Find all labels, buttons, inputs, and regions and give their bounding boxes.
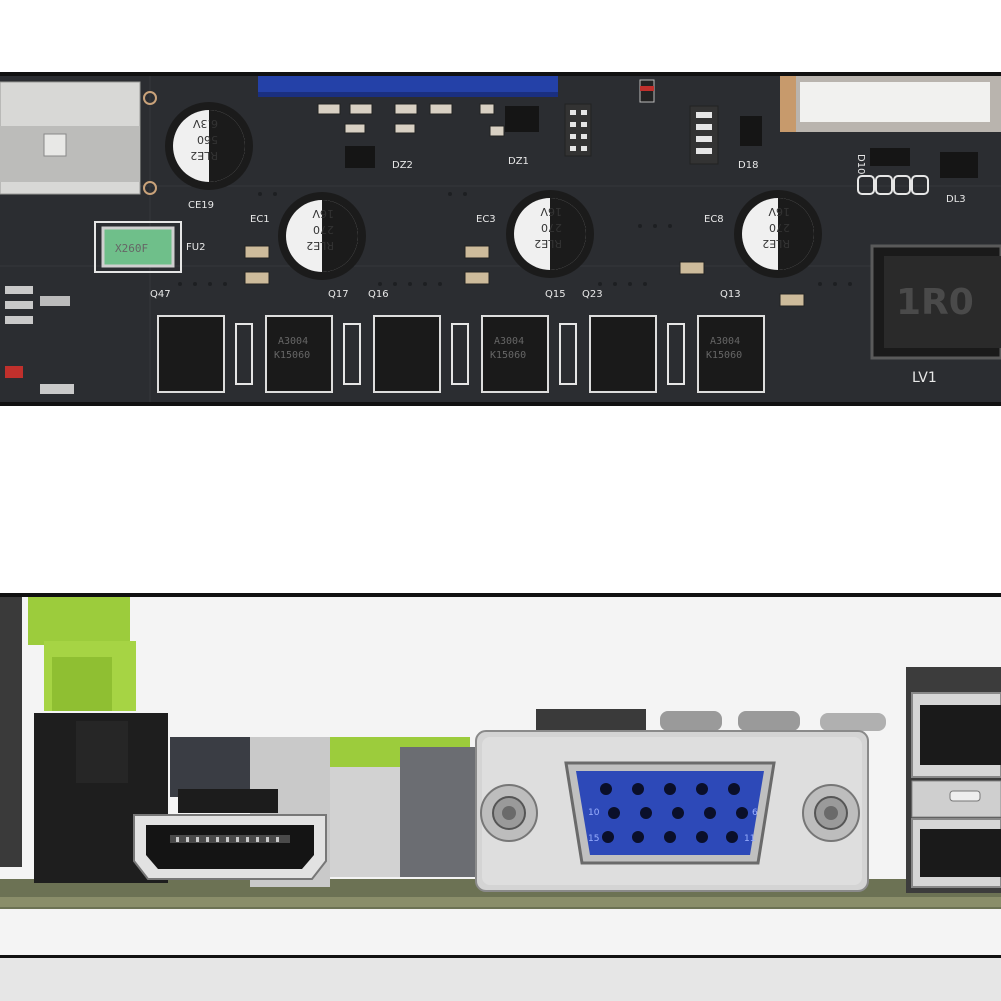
vga-pin-10: 10	[588, 808, 600, 818]
capacitor-ce19: 6.3V 560 RLE2	[165, 102, 253, 190]
io-ports-photo: 10 6 15 11	[0, 593, 1001, 959]
footer-strip	[0, 958, 1001, 1001]
capacitor-label-ec3-1: 16V	[540, 205, 562, 218]
mosfet-q15-line2: K15060	[490, 350, 526, 361]
pcb-closeup-drawing: 6.3V 560 RLE2 16V 270 RLE2 16V 270 RLE2 …	[0, 76, 1001, 402]
silk-q23: Q23	[582, 289, 603, 300]
capacitor-label-ec1-1: 16V	[312, 207, 334, 220]
silk-d10: D10	[855, 154, 866, 174]
mosfet-q13-line1: A3004	[710, 336, 740, 347]
hdmi-port	[133, 789, 327, 880]
silk-d18: D18	[738, 160, 758, 171]
fuse-fu2: X260F FU2	[94, 221, 205, 273]
silk-fu2: FU2	[186, 242, 205, 253]
metal-connector	[0, 81, 157, 195]
green-pcb-bracket	[28, 597, 470, 767]
silk-lv1: LV1	[912, 370, 937, 386]
pcb-closeup-photo: 6.3V 560 RLE2 16V 270 RLE2 16V 270 RLE2 …	[0, 72, 1001, 406]
silk-ec1: EC1	[250, 214, 270, 225]
silk-ec3: EC3	[476, 214, 496, 225]
mosfet-q17-line2: K15060	[274, 350, 310, 361]
capacitor-label-ce19-1: 6.3V	[193, 117, 218, 130]
vga-port: 10 6 15 11	[475, 730, 869, 892]
capacitor-ec1: 16V 270 RLE2	[278, 192, 366, 280]
vga-pin-11: 11	[744, 834, 755, 844]
fuse-marking: X260F	[115, 242, 148, 255]
capacitor-label-ec1-2: 270	[313, 223, 334, 236]
silk-ec8: EC8	[704, 214, 724, 225]
silk-q13: Q13	[720, 289, 741, 300]
usb-port-stack	[906, 667, 1001, 893]
inductor-lv1: 1R0 LV1	[870, 244, 1001, 386]
mosfet-q17-line1: A3004	[278, 336, 308, 347]
vga-pin-15: 15	[588, 834, 599, 844]
mosfet-row	[157, 315, 765, 393]
silk-ce19: CE19	[188, 200, 214, 211]
capacitor-label-ec1-3: RLE2	[306, 239, 334, 252]
io-ports-drawing: 10 6 15 11	[0, 597, 1001, 955]
capacitor-label-ec8-2: 270	[769, 221, 790, 234]
silk-q17: Q17	[328, 289, 349, 300]
silk-dz2: DZ2	[392, 160, 413, 171]
silk-q15: Q15	[545, 289, 566, 300]
silk-q16: Q16	[368, 289, 389, 300]
mosfet-q15-line1: A3004	[494, 336, 524, 347]
inductor-marking: 1R0	[896, 282, 974, 323]
capacitor-label-ec3-2: 270	[541, 221, 562, 234]
capacitor-label-ec8-1: 16V	[768, 205, 790, 218]
vga-pin-6: 6	[752, 808, 758, 818]
silk-q47: Q47	[150, 289, 171, 300]
capacitor-label-ce19-3: RLE2	[190, 149, 218, 162]
capacitor-label-ce19-2: 560	[197, 133, 218, 146]
silk-dl3: DL3	[946, 194, 966, 205]
capacitor-label-ec8-3: RLE2	[762, 237, 790, 250]
capacitor-label-ec3-3: RLE2	[534, 237, 562, 250]
capacitor-ec3: 16V 270 RLE2	[506, 190, 594, 278]
capacitor-ec8: 16V 270 RLE2	[734, 190, 822, 278]
blue-header	[258, 76, 558, 94]
silk-dz1: DZ1	[508, 156, 529, 167]
mosfet-q13-line2: K15060	[706, 350, 742, 361]
